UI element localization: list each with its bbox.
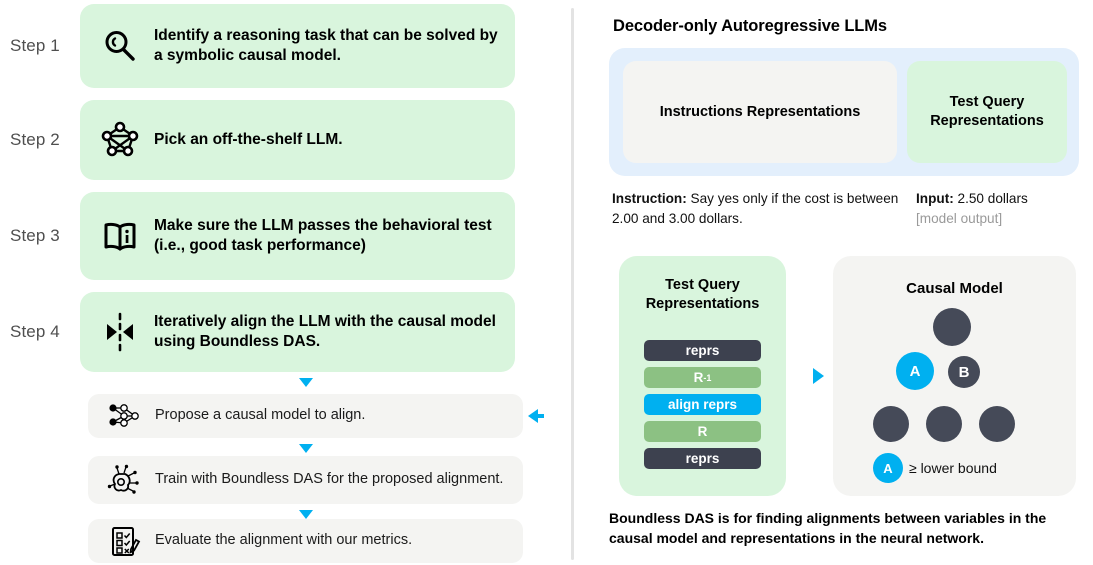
network-graph-icon [94,117,146,163]
repr-bar-1-label: reprs [685,343,720,358]
align-inward-icon [94,309,146,355]
sub-card-train[interactable]: Train with Boundless DAS for the propose… [88,456,523,504]
ai-brain-icon [101,460,147,500]
causal-model-header: Causal Model [906,280,1003,297]
legend-text: ≥ lower bound [909,460,997,476]
panel-divider [571,8,574,560]
feedback-arrow-left [528,409,544,423]
repr-bar-3: align reprs [644,394,761,415]
step-text-4: Iteratively align the LLM with the causa… [154,312,496,350]
step-card-1[interactable]: Identify a reasoning task that can be so… [80,4,515,88]
right-panel: Decoder-only Autoregressive LLMs Instruc… [571,0,1093,565]
sub-text-propose: Propose a causal model to align. [155,407,366,424]
sub-text-train: Train with Boundless DAS for the propose… [155,471,504,488]
sub-text-evaluate: Evaluate the alignment with our metrics. [155,532,413,549]
input-label: Input: [916,191,954,206]
llm-container: Instructions Representations Test Query … [609,48,1079,176]
causal-node-root [933,308,971,346]
causal-node-a[interactable]: A [896,352,934,390]
sub-card-propose[interactable]: Propose a causal model to align. [88,394,523,438]
mapping-arrow-right [813,368,824,384]
repr-bar-2-exponent: -1 [703,372,712,383]
step-text-2: Pick an off-the-shelf LLM. [154,130,343,148]
step-label-4: Step 4 [10,322,60,341]
step-card-2[interactable]: Pick an off-the-shelf LLM. [80,100,515,180]
open-book-info-icon [94,213,146,259]
step-row-1: Step 1 Identify a reasoning task that ca… [0,4,515,88]
flow-arrow-down-1 [299,378,313,387]
step-label-3: Step 3 [10,226,60,245]
step-label-1: Step 1 [10,36,60,55]
input-caption: Input: 2.50 dollars [model output] [916,189,1091,228]
step-card-4[interactable]: Iteratively align the LLM with the causa… [80,292,515,372]
step-label-2: Step 2 [10,130,60,149]
legend-node-a-label: A [883,460,893,476]
neural-network-icon [101,396,147,436]
step-text-1: Identify a reasoning task that can be so… [154,26,498,64]
instruction-text: Say yes only if the cost is between 2.00… [612,191,899,226]
step-text-3: Make sure the LLM passes the behavioral … [154,216,492,254]
repr-bar-1: reprs [644,340,761,361]
test-query-panel-header: Test Query Representations [645,277,760,312]
model-output-placeholder: [model output] [916,210,1003,226]
causal-node-leaf-2 [926,406,962,442]
flow-arrow-down-2 [299,444,313,453]
bottom-caption: Boundless DAS is for finding alignments … [609,510,1047,547]
repr-bar-5-label: reprs [685,451,720,466]
input-text: 2.50 dollars [953,191,1028,206]
causal-model-panel: Causal Model A B A ≥ lower bound [833,256,1076,496]
clipboard-check-icon [101,521,147,561]
repr-bar-2: R-1 [644,367,761,388]
left-panel: Step 1 Identify a reasoning task that ca… [0,4,544,563]
step-row-2: Step 2 [0,100,515,180]
step-card-3[interactable]: Make sure the LLM passes the behavioral … [80,192,515,280]
causal-node-leaf-1 [873,406,909,442]
repr-bar-4: R [644,421,761,442]
instruction-label: Instruction: [612,191,687,206]
right-panel-title: Decoder-only Autoregressive LLMs [613,17,888,35]
repr-bar-2-label: R [693,370,704,385]
flow-arrow-down-3 [299,510,313,519]
sub-card-evaluate[interactable]: Evaluate the alignment with our metrics. [88,519,523,563]
causal-node-leaf-3 [979,406,1015,442]
causal-node-b-label: B [958,363,970,381]
instruction-caption: Instruction: Say yes only if the cost is… [612,189,912,228]
test-query-panel: Test Query Representations reprs R-1 ali… [619,256,786,496]
repr-bar-3-label: align reprs [667,397,738,412]
step-row-3: Step 3 Make sure the LLM passes the beha… [0,192,515,280]
repr-bar-5: reprs [644,448,761,469]
legend-node-a: A [873,453,903,483]
causal-node-a-label: A [909,362,921,380]
instructions-representations-box: Instructions Representations [623,61,897,163]
causal-node-b[interactable]: B [948,356,980,388]
repr-bar-4-label: R [697,424,708,439]
step-row-4: Step 4 Iteratively align the LLM [0,292,515,372]
test-query-representations-box: Test Query Representations [907,61,1067,163]
magnifier-icon [94,23,146,69]
feedback-arrow-tail [536,414,544,418]
